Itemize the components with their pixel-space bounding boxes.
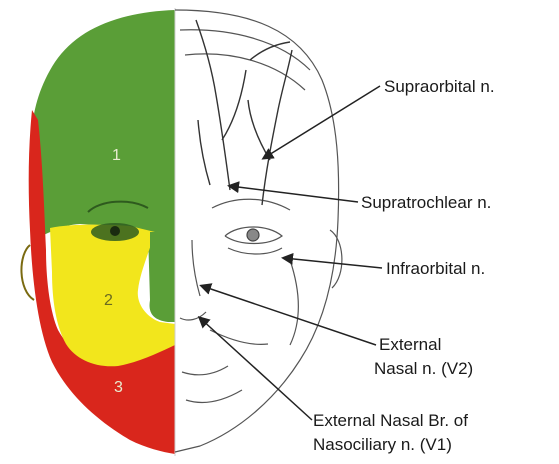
external-nasal-leader [202,286,376,345]
face-line-art [175,10,342,452]
supratrochlear-label: Supratrochlear n. [361,192,491,213]
external-nasal-label-line2: Nasal n. (V2) [374,358,473,379]
supraorbital-label: Supraorbital n. [384,76,495,97]
infraorbital-label: Infraorbital n. [386,258,485,279]
external-nasal-label-line1: External [379,334,441,355]
zone-3-number: 3 [114,379,123,396]
dermatome-zones [21,10,175,454]
nasociliary-leader [200,318,312,420]
leader-lines [200,86,382,420]
nasociliary-label-line1: External Nasal Br. of [313,410,468,431]
zone-1-number: 1 [112,147,121,164]
nasociliary-label-line2: Nasociliary n. (V1) [313,434,452,455]
zone-2-number: 2 [104,292,113,309]
